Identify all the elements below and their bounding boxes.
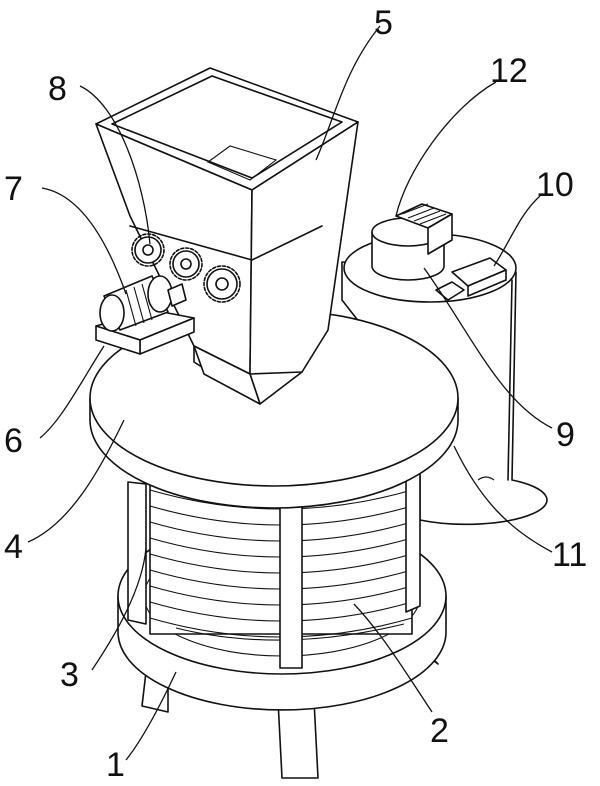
gears (131, 233, 241, 303)
leader-lines (27, 25, 553, 761)
label-5: 5 (374, 4, 393, 42)
top-plate (89, 309, 459, 509)
label-12: 12 (490, 52, 528, 90)
label-2: 2 (430, 712, 449, 750)
drive-motor (95, 275, 195, 355)
label-9: 9 (556, 416, 575, 454)
hopper (95, 67, 359, 405)
label-8: 8 (48, 70, 67, 108)
control-box (395, 203, 453, 255)
label-4: 4 (4, 528, 23, 566)
tank-handle (451, 257, 507, 297)
label-1: 1 (106, 746, 125, 784)
part-labels: 8 7 6 4 3 1 5 12 10 9 11 2 (4, 4, 587, 784)
support-columns (127, 467, 421, 669)
label-11: 11 (552, 536, 587, 574)
label-6: 6 (4, 422, 23, 460)
label-3: 3 (60, 656, 79, 694)
label-7: 7 (4, 170, 23, 208)
label-10: 10 (536, 166, 574, 204)
